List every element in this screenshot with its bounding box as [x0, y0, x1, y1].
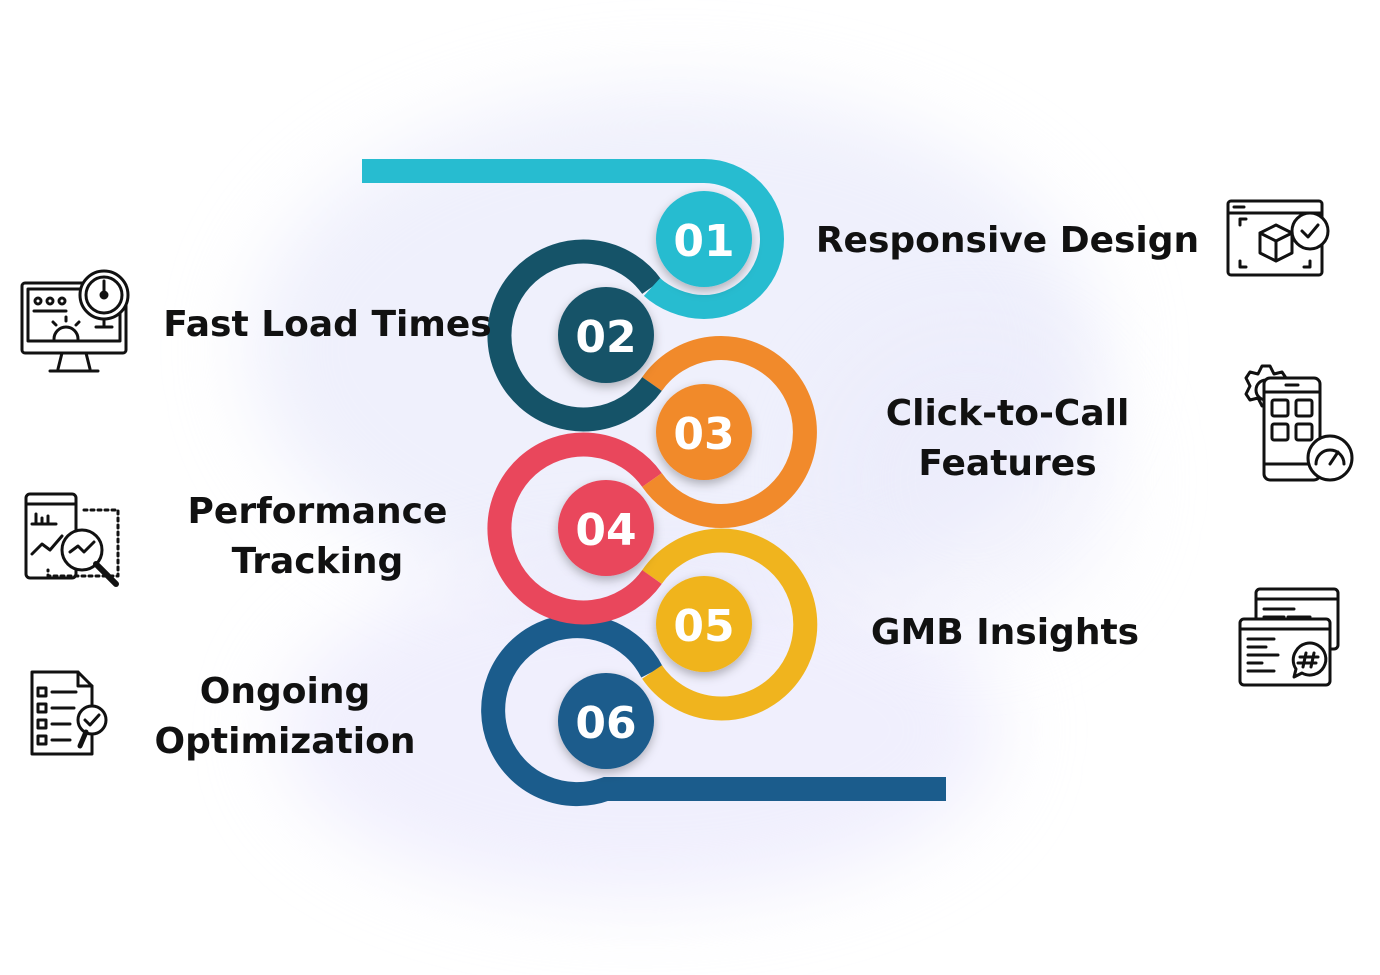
step-5-title: GMB Insights [870, 612, 1140, 653]
step-6-segment: 06 [481, 614, 946, 807]
responsive-design-icon [1222, 195, 1337, 281]
step-2-title: Fast Load Times [163, 304, 492, 345]
step-3-number: 03 [673, 409, 734, 460]
hashtag-chat-icon [1236, 583, 1346, 693]
step-4-segment: 04 [487, 432, 662, 625]
step-1-number: 01 [673, 216, 734, 267]
step-3-title: Click-to-Call Features [885, 393, 1130, 484]
step-6-number: 06 [575, 698, 636, 749]
performance-analytics-icon [22, 488, 127, 593]
mobile-app-settings-icon [1228, 360, 1358, 485]
step-4-number: 04 [575, 505, 636, 556]
step-3-segment: 03 [642, 336, 817, 528]
step-2-segment: 02 [487, 239, 662, 432]
checklist-search-icon [28, 668, 113, 760]
step-1-title: Responsive Design [815, 220, 1200, 261]
step-6-title: Ongoing Optimization [154, 671, 416, 762]
step-2-number: 02 [575, 312, 636, 363]
step-4-title: Performance Tracking [187, 491, 448, 582]
speed-monitor-icon [18, 265, 133, 380]
step-5-number: 05 [673, 601, 734, 652]
step-5-segment: 05 [642, 528, 818, 721]
step-1-segment: 01 [362, 159, 784, 320]
